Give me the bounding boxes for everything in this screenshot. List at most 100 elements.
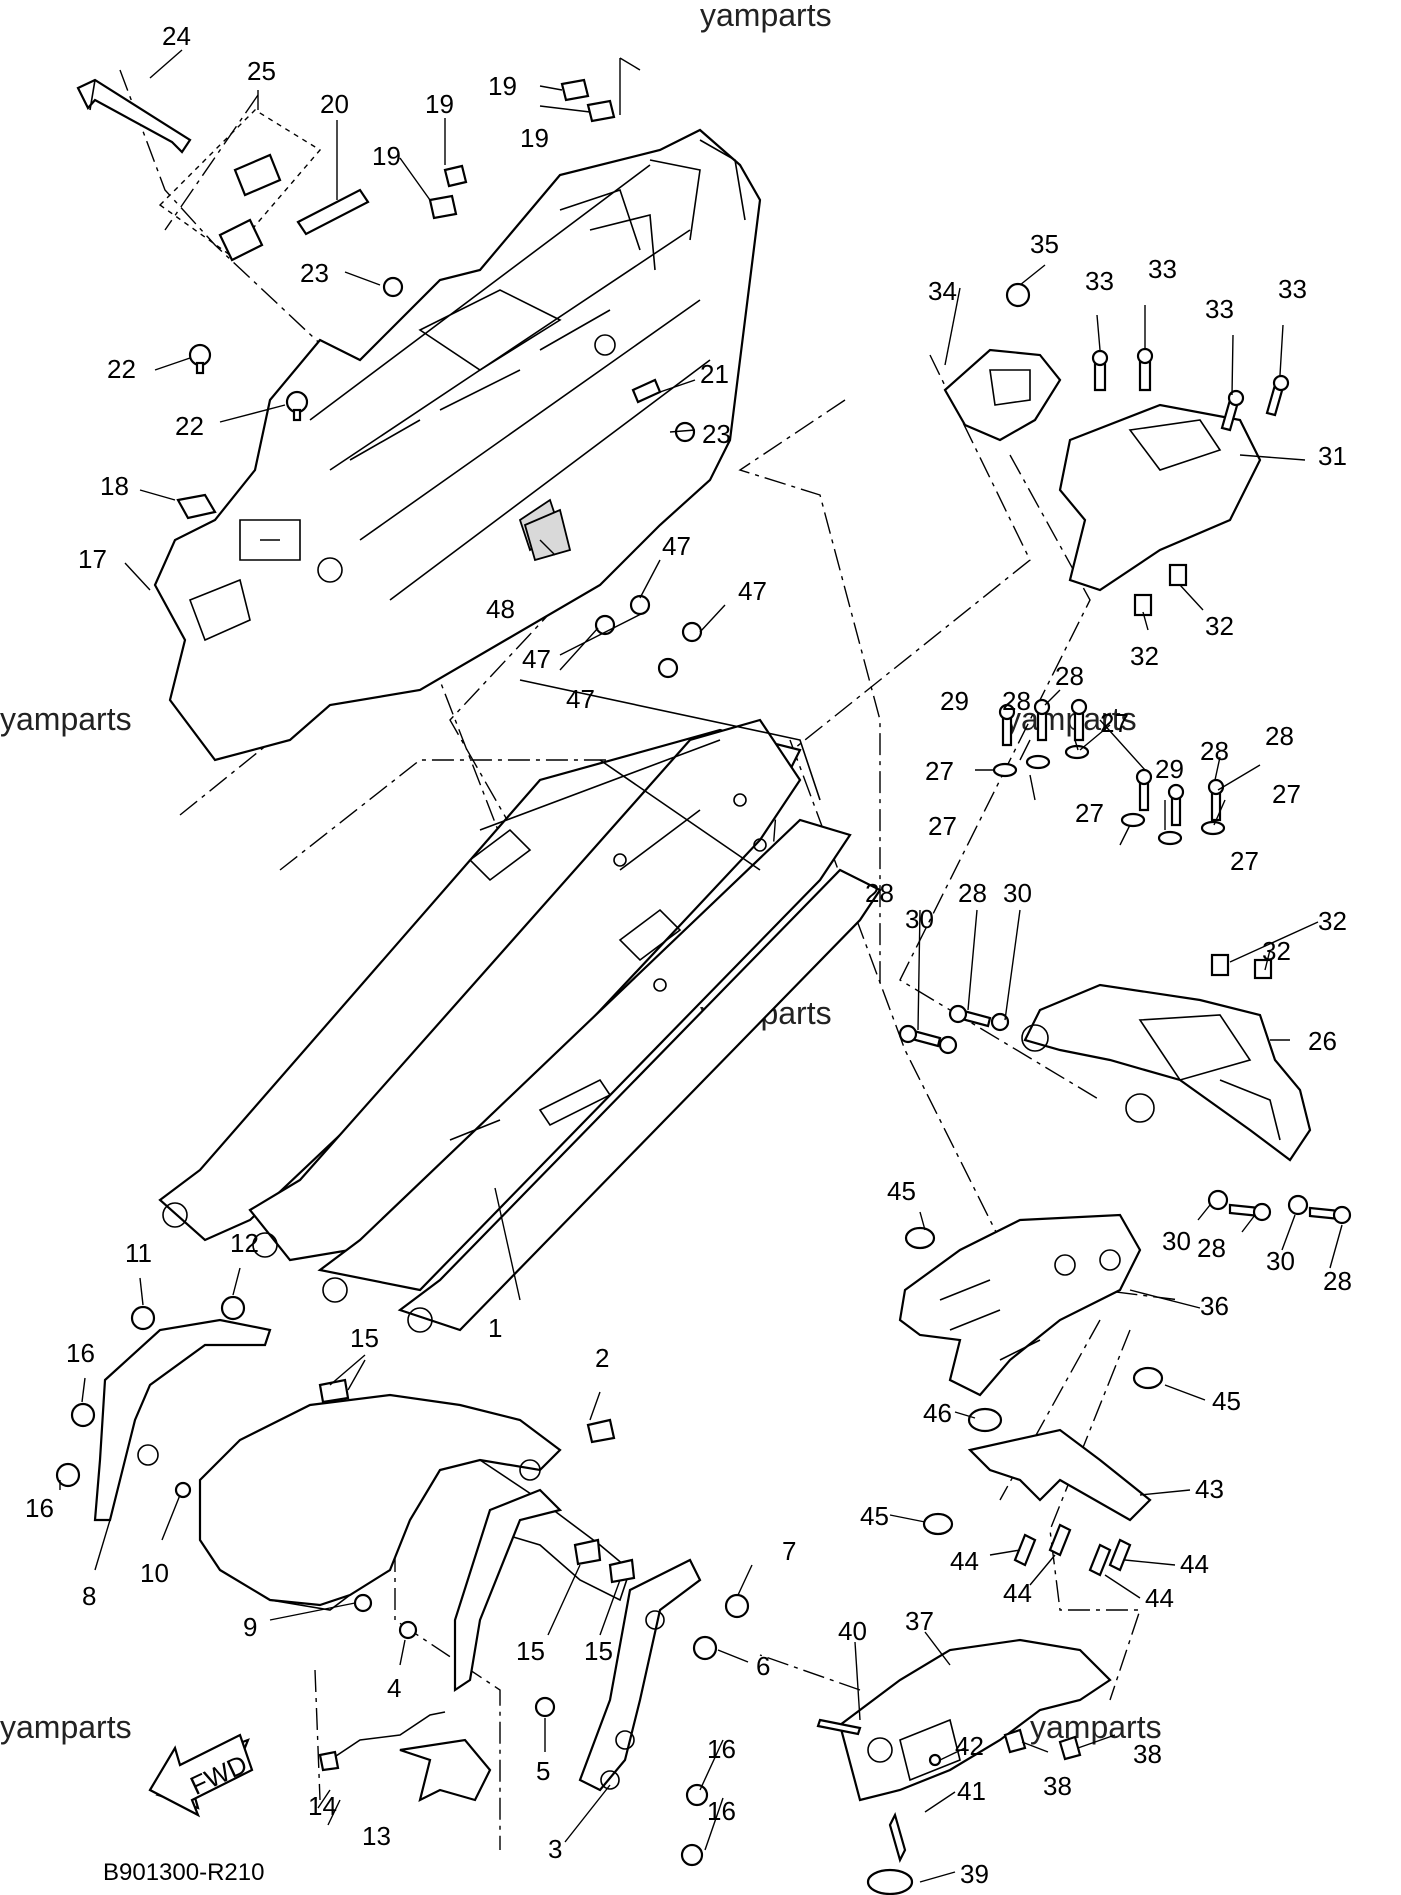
callout-3: 3 bbox=[548, 1834, 562, 1864]
callout-1: 1 bbox=[488, 1313, 502, 1343]
front-fender-stay-3 bbox=[578, 1558, 702, 1792]
callout-27: 27 bbox=[1272, 779, 1301, 809]
callout-14: 14 bbox=[308, 1791, 337, 1821]
callout-23: 23 bbox=[702, 419, 731, 449]
callout-19: 19 bbox=[425, 89, 454, 119]
fwd-arrow-icon: FWD bbox=[148, 1733, 254, 1818]
license-bracket-36 bbox=[898, 1213, 1142, 1397]
callout-22: 22 bbox=[175, 411, 204, 441]
callout-27: 27 bbox=[1230, 846, 1259, 876]
front-fender-bracket-8 bbox=[93, 1318, 272, 1522]
callout-36: 36 bbox=[1200, 1291, 1229, 1321]
callout-32: 32 bbox=[1205, 611, 1234, 641]
callout-16: 16 bbox=[707, 1734, 736, 1764]
callout-16: 16 bbox=[25, 1493, 54, 1523]
fender-stay-left bbox=[453, 1488, 563, 1693]
license-light-37 bbox=[838, 1638, 1112, 1802]
watermark: yamparts bbox=[1030, 1709, 1162, 1745]
small-parts-38-42 bbox=[816, 1718, 1082, 1895]
rear-frame bbox=[158, 679, 882, 1333]
callout-34: 34 bbox=[928, 276, 957, 306]
callout-33: 33 bbox=[1205, 294, 1234, 324]
callout-46: 46 bbox=[923, 1398, 952, 1428]
seat-strap bbox=[76, 78, 192, 154]
callout-45: 45 bbox=[860, 1501, 889, 1531]
gasket-34 bbox=[943, 348, 1062, 442]
callout-47: 47 bbox=[566, 684, 595, 714]
callout-labels: 1 2 3 4 5 6 7 8 9 10 11 12 13 14 15 15 1… bbox=[25, 21, 1352, 1889]
diagram-code: B901300-R210 bbox=[103, 1859, 264, 1886]
bolts-28-29 bbox=[898, 698, 1352, 1225]
callout-32: 32 bbox=[1262, 936, 1291, 966]
callout-19: 19 bbox=[372, 141, 401, 171]
callout-20: 20 bbox=[320, 89, 349, 119]
callout-18: 18 bbox=[100, 471, 129, 501]
callout-7: 7 bbox=[782, 1536, 796, 1566]
callout-24: 24 bbox=[162, 21, 191, 51]
small-parts-19 bbox=[428, 78, 616, 220]
clamps-45-46 bbox=[904, 1226, 1164, 1536]
callout-15: 15 bbox=[350, 1323, 379, 1353]
callout-32: 32 bbox=[1130, 641, 1159, 671]
callout-44: 44 bbox=[950, 1546, 979, 1576]
callout-28: 28 bbox=[1197, 1233, 1226, 1263]
callout-35: 35 bbox=[1030, 229, 1059, 259]
callout-42: 42 bbox=[955, 1731, 984, 1761]
callout-30: 30 bbox=[905, 904, 934, 934]
callout-17: 17 bbox=[78, 544, 107, 574]
callout-28: 28 bbox=[1265, 721, 1294, 751]
callout-45: 45 bbox=[1212, 1386, 1241, 1416]
callout-27: 27 bbox=[1100, 708, 1129, 738]
front-fender-1 bbox=[198, 1393, 631, 1611]
callout-19: 19 bbox=[488, 71, 517, 101]
callout-27: 27 bbox=[925, 756, 954, 786]
callout-45: 45 bbox=[887, 1176, 916, 1206]
callout-2: 2 bbox=[595, 1343, 609, 1373]
callout-44: 44 bbox=[1003, 1578, 1032, 1608]
grommet-35 bbox=[1005, 282, 1031, 308]
watermark: yamparts bbox=[0, 1709, 132, 1745]
leader-lines bbox=[59, 49, 1343, 1883]
callout-47: 47 bbox=[662, 531, 691, 561]
callout-15: 15 bbox=[516, 1636, 545, 1666]
washers-27 bbox=[992, 744, 1226, 846]
callout-47: 47 bbox=[738, 576, 767, 606]
washers-30 bbox=[938, 1012, 1309, 1216]
callout-16: 16 bbox=[707, 1796, 736, 1826]
grommets-22-23 bbox=[188, 276, 696, 562]
callout-16: 16 bbox=[66, 1338, 95, 1368]
watermark: yamparts bbox=[0, 701, 132, 737]
callout-13: 13 bbox=[362, 1821, 391, 1851]
callout-28: 28 bbox=[865, 878, 894, 908]
callout-28: 28 bbox=[1055, 661, 1084, 691]
callout-32: 32 bbox=[1318, 906, 1347, 936]
screws-44 bbox=[1013, 1523, 1132, 1577]
callout-26: 26 bbox=[1308, 1026, 1337, 1056]
stay-43 bbox=[967, 1428, 1152, 1522]
fasteners-front bbox=[55, 1295, 750, 1867]
rear-cover-31 bbox=[1058, 403, 1262, 592]
callout-29: 29 bbox=[940, 686, 969, 716]
callout-33: 33 bbox=[1148, 254, 1177, 284]
nuts-47 bbox=[594, 594, 703, 679]
callout-30: 30 bbox=[1266, 1246, 1295, 1276]
callout-30: 30 bbox=[1162, 1226, 1191, 1256]
cross-bar bbox=[296, 188, 370, 236]
callout-22: 22 bbox=[107, 354, 136, 384]
callout-38: 38 bbox=[1133, 1739, 1162, 1769]
callout-33: 33 bbox=[1085, 266, 1114, 296]
callout-44: 44 bbox=[1180, 1549, 1209, 1579]
callout-28: 28 bbox=[1323, 1266, 1352, 1296]
callout-47: 47 bbox=[522, 644, 551, 674]
callout-11: 11 bbox=[125, 1238, 152, 1268]
callout-44: 44 bbox=[1145, 1583, 1174, 1613]
callout-25: 25 bbox=[247, 56, 276, 86]
callout-10: 10 bbox=[140, 1558, 169, 1588]
callout-27: 27 bbox=[1075, 798, 1104, 828]
callout-41: 41 bbox=[957, 1776, 986, 1806]
callout-23: 23 bbox=[300, 258, 329, 288]
callout-9: 9 bbox=[243, 1612, 257, 1642]
callout-29: 29 bbox=[1155, 754, 1184, 784]
callout-12: 12 bbox=[230, 1228, 259, 1258]
